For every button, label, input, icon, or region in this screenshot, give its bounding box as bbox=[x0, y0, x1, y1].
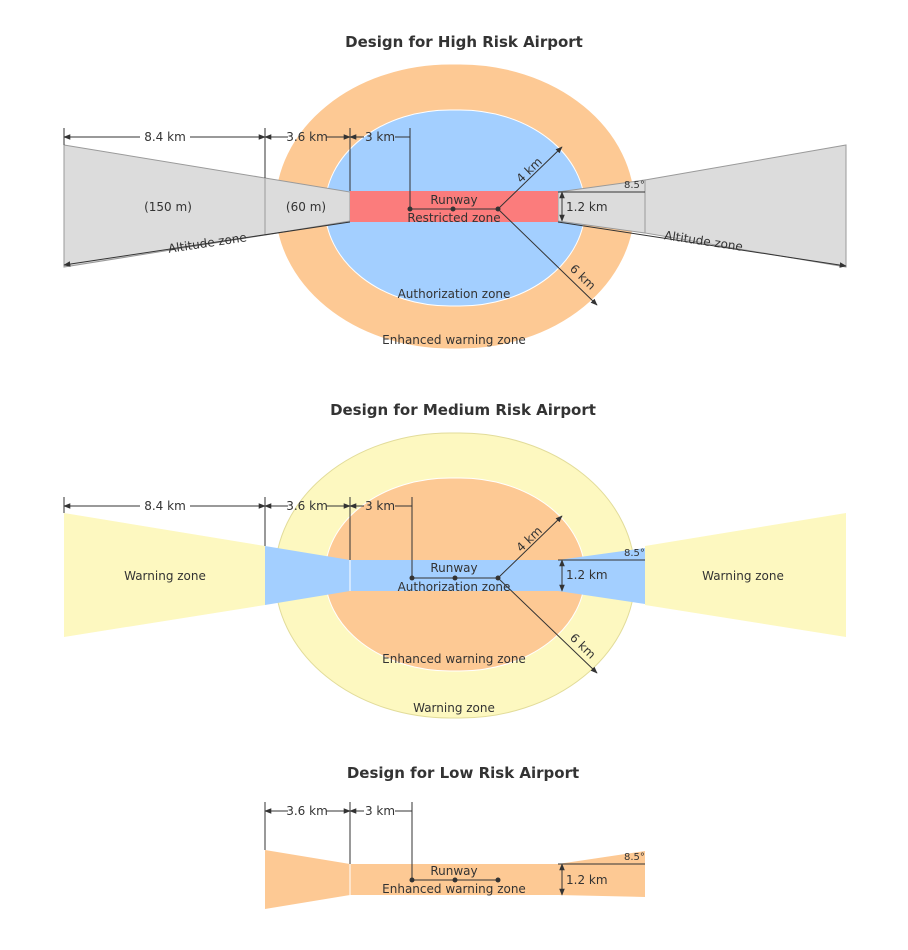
medium-warning-zone-left bbox=[64, 513, 265, 637]
low-runway-label: Runway bbox=[430, 864, 477, 878]
high-risk-title: Design for High Risk Airport bbox=[345, 33, 583, 51]
low-dim-36-label: 3.6 km bbox=[286, 804, 328, 818]
high-radius-6km-arrow bbox=[497, 208, 598, 306]
high-dim-12-label: 1.2 km bbox=[566, 200, 608, 214]
high-height-60-label: (60 m) bbox=[286, 200, 326, 214]
low-risk-title: Design for Low Risk Airport bbox=[347, 764, 579, 782]
medium-runway-point-center bbox=[452, 575, 458, 581]
high-restricted-zone bbox=[350, 191, 558, 222]
high-altitude-zone-right-outer bbox=[644, 144, 847, 268]
high-dim-3-label: 3 km bbox=[365, 130, 395, 144]
low-enhanced-warning-zone-label: Enhanced warning zone bbox=[382, 882, 526, 896]
high-dim-84-label: 8.4 km bbox=[144, 130, 186, 144]
medium-dim-12-label: 1.2 km bbox=[566, 568, 608, 582]
low-dim-3-label: 3 km bbox=[365, 804, 395, 818]
medium-risk-diagram: Design for Medium Risk Airport 8.4 km 3.… bbox=[63, 401, 846, 719]
medium-radius-6km-arrow bbox=[497, 577, 598, 674]
medium-runway-label: Runway bbox=[430, 561, 477, 575]
medium-warning-zone-outer-label: Warning zone bbox=[413, 701, 495, 715]
medium-angle-label: 8.5° bbox=[624, 548, 645, 559]
medium-enhanced-warning-zone-label: Enhanced warning zone bbox=[382, 652, 526, 666]
high-angle-label: 8.5° bbox=[624, 180, 645, 191]
medium-dim-3-label: 3 km bbox=[365, 499, 395, 513]
high-risk-diagram: Design for High Risk Airport 8.4 km bbox=[63, 33, 847, 350]
medium-risk-title: Design for Medium Risk Airport bbox=[330, 401, 596, 419]
low-runway-point-center bbox=[452, 877, 458, 883]
high-runway-point-center bbox=[450, 206, 456, 212]
medium-dim-84-label: 8.4 km bbox=[144, 499, 186, 513]
medium-radius-4km-arrow bbox=[497, 515, 563, 579]
high-authorization-zone-label: Authorization zone bbox=[398, 287, 511, 301]
medium-warning-zone-right bbox=[645, 513, 846, 637]
high-height-150-label: (150 m) bbox=[144, 200, 192, 214]
low-dim-12-label: 1.2 km bbox=[566, 873, 608, 887]
medium-warning-zone-right-label: Warning zone bbox=[702, 569, 784, 583]
high-altitude-arrow-right bbox=[557, 221, 847, 268]
low-runway-point-right bbox=[495, 877, 501, 883]
high-enhanced-warning-zone-label: Enhanced warning zone bbox=[382, 333, 526, 347]
high-radius-4km-arrow bbox=[497, 146, 563, 210]
high-runway-label: Runway bbox=[430, 193, 477, 207]
medium-warning-zone-left-label: Warning zone bbox=[124, 569, 206, 583]
low-angle-label: 8.5° bbox=[624, 852, 645, 863]
high-dim-36-label: 3.6 km bbox=[286, 130, 328, 144]
medium-dim-36-label: 3.6 km bbox=[286, 499, 328, 513]
high-altitude-arrow-left bbox=[63, 221, 351, 267]
high-restricted-zone-label: Restricted zone bbox=[407, 211, 500, 225]
medium-authorization-zone-label: Authorization zone bbox=[398, 580, 511, 594]
low-risk-diagram: Design for Low Risk Airport 3.6 km 3 km … bbox=[264, 764, 645, 909]
